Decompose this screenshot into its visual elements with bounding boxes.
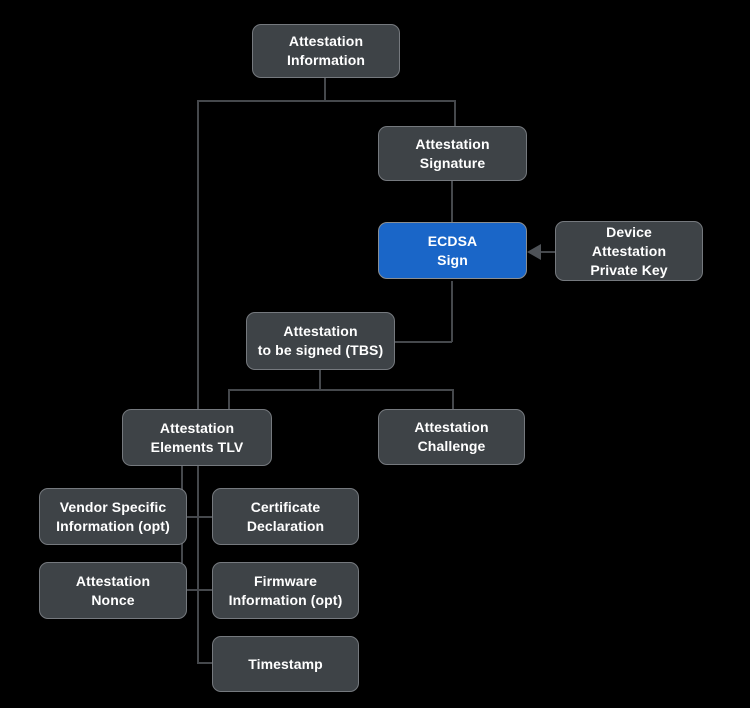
connector-stub-row1 bbox=[187, 516, 212, 518]
connector-ecdsa-down bbox=[451, 281, 453, 342]
connector-key-to-ecdsa bbox=[541, 251, 555, 253]
node-attestation-tbs: Attestation to be signed (TBS) bbox=[246, 312, 395, 370]
node-certificate-declaration: Certificate Declaration bbox=[212, 488, 359, 545]
connector-stub-row2 bbox=[187, 589, 212, 591]
node-firmware-information: Firmware Information (opt) bbox=[212, 562, 359, 619]
connector-stub-timestamp bbox=[197, 662, 213, 664]
connector-split-horizontal bbox=[198, 100, 456, 102]
node-attestation-signature: Attestation Signature bbox=[378, 126, 527, 181]
connector-tbs-split-horizontal bbox=[228, 389, 454, 391]
node-device-attestation-private-key: Device Attestation Private Key bbox=[555, 221, 703, 281]
node-attestation-nonce: Attestation Nonce bbox=[39, 562, 187, 619]
node-vendor-specific-information: Vendor Specific Information (opt) bbox=[39, 488, 187, 545]
connector-left-trunk bbox=[197, 100, 199, 409]
connector-signature-to-ecdsa bbox=[451, 180, 453, 222]
connector-info-down bbox=[324, 78, 326, 102]
node-attestation-information: Attestation Information bbox=[252, 24, 400, 78]
node-attestation-elements-tlv: Attestation Elements TLV bbox=[122, 409, 272, 466]
connector-elbow-to-tbs bbox=[395, 341, 452, 343]
arrow-left-icon bbox=[527, 244, 541, 260]
node-timestamp: Timestamp bbox=[212, 636, 359, 692]
node-attestation-challenge: Attestation Challenge bbox=[378, 409, 525, 465]
node-ecdsa-sign: ECDSA Sign bbox=[378, 222, 527, 279]
connector-to-elements-tlv bbox=[228, 389, 230, 410]
connector-tlv-trunk bbox=[197, 464, 199, 664]
connector-tbs-down bbox=[319, 370, 321, 390]
connector-to-challenge bbox=[452, 389, 454, 410]
connector-to-signature bbox=[454, 100, 456, 127]
